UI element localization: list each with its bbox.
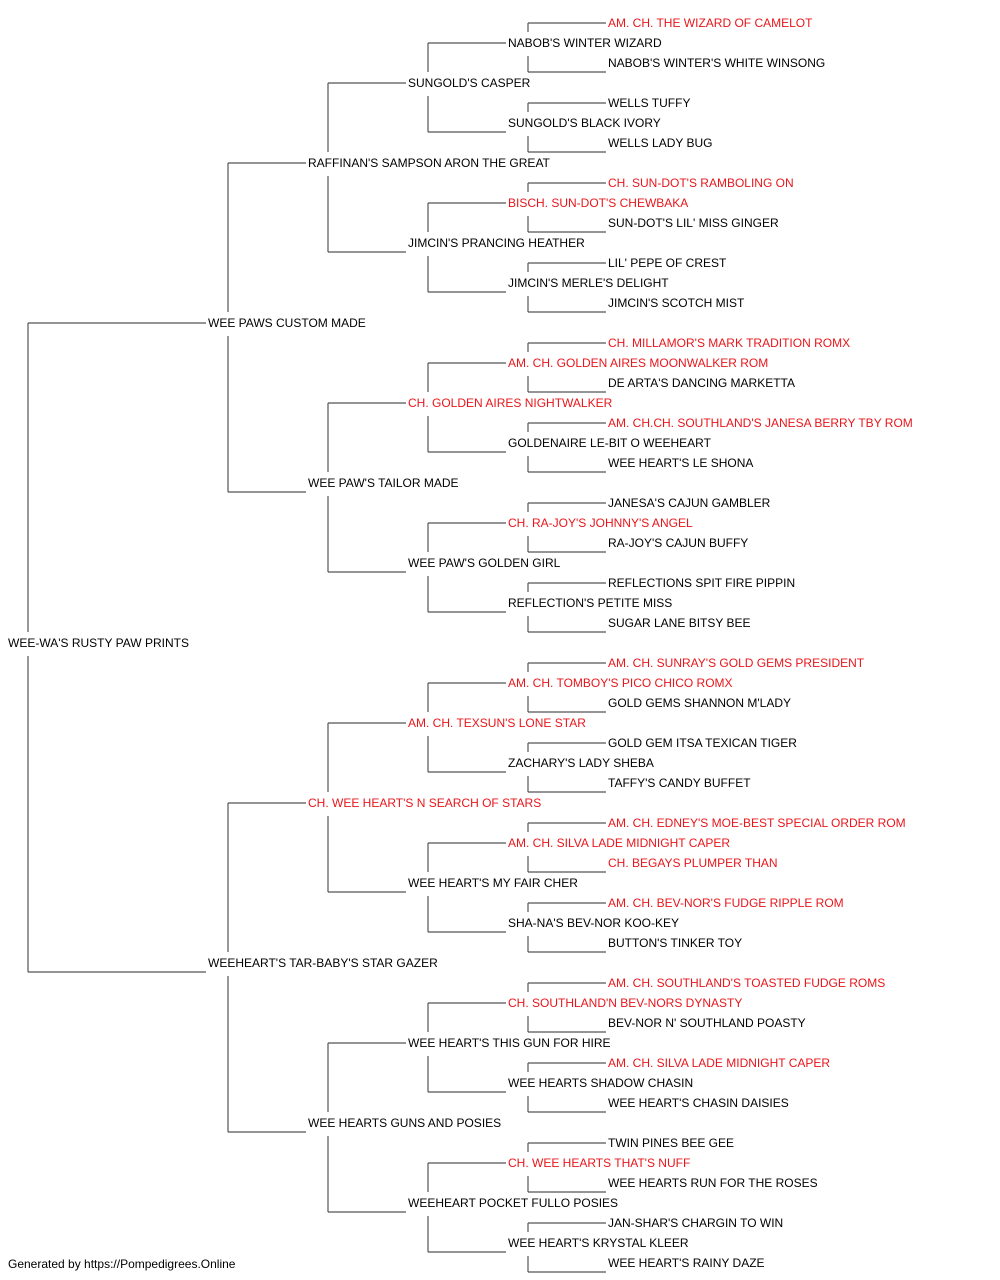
pedigree-entry: CH. MILLAMOR'S MARK TRADITION ROMX	[608, 336, 850, 350]
pedigree-entry: WEE HEART'S RAINY DAZE	[608, 1256, 765, 1270]
pedigree-entry: WEE HEART'S THIS GUN FOR HIRE	[408, 1036, 611, 1050]
pedigree-entry: CH. WEE HEART'S N SEARCH OF STARS	[308, 796, 541, 810]
pedigree-entry: SUNGOLD'S CASPER	[408, 76, 531, 90]
pedigree-entry: AM. CH. BEV-NOR'S FUDGE RIPPLE ROM	[608, 896, 844, 910]
pedigree-entry: AM. CH. GOLDEN AIRES MOONWALKER ROM	[508, 356, 768, 370]
pedigree-entry: WEE HEART'S MY FAIR CHER	[408, 876, 578, 890]
pedigree-entry: CH. SUN-DOT'S RAMBOLING ON	[608, 176, 794, 190]
pedigree-entry: GOLD GEMS SHANNON M'LADY	[608, 696, 791, 710]
pedigree-entry: WEE HEARTS GUNS AND POSIES	[308, 1116, 501, 1130]
pedigree-entry: WEE HEART'S KRYSTAL KLEER	[508, 1236, 689, 1250]
pedigree-entry: WEE PAW'S GOLDEN GIRL	[408, 556, 561, 570]
pedigree-entry: WELLS LADY BUG	[608, 136, 712, 150]
pedigree-entry: RA-JOY'S CAJUN BUFFY	[608, 536, 748, 550]
pedigree-entry: AM. CH.CH. SOUTHLAND'S JANESA BERRY TBY …	[608, 416, 913, 430]
pedigree-entry: ZACHARY'S LADY SHEBA	[508, 756, 654, 770]
pedigree-entry: GOLD GEM ITSA TEXICAN TIGER	[608, 736, 797, 750]
pedigree-entry: AM. CH. EDNEY'S MOE-BEST SPECIAL ORDER R…	[608, 816, 906, 830]
pedigree-entry: JIMCIN'S PRANCING HEATHER	[408, 236, 585, 250]
pedigree-entry: WEE HEART'S LE SHONA	[608, 456, 753, 470]
pedigree-entry: WEE PAWS CUSTOM MADE	[208, 316, 366, 330]
pedigree-entry: WEE-WA'S RUSTY PAW PRINTS	[8, 636, 189, 650]
pedigree-entry: RAFFINAN'S SAMPSON ARON THE GREAT	[308, 156, 551, 170]
pedigree-entry: AM. CH. SILVA LADE MIDNIGHT CAPER	[608, 1056, 830, 1070]
pedigree-entry: JANESA'S CAJUN GAMBLER	[608, 496, 771, 510]
pedigree-entry: AM. CH. TEXSUN'S LONE STAR	[408, 716, 586, 730]
pedigree-entry: WEEHEART POCKET FULLO POSIES	[408, 1196, 618, 1210]
pedigree-entry: SUNGOLD'S BLACK IVORY	[508, 116, 661, 130]
pedigree-entry: AM. CH. SOUTHLAND'S TOASTED FUDGE ROMS	[608, 976, 885, 990]
pedigree-entry: WEEHEART'S TAR-BABY'S STAR GAZER	[208, 956, 438, 970]
pedigree-entry: JIMCIN'S MERLE'S DELIGHT	[508, 276, 669, 290]
pedigree-entry: REFLECTIONS SPIT FIRE PIPPIN	[608, 576, 795, 590]
pedigree-entry: BEV-NOR N' SOUTHLAND POASTY	[608, 1016, 806, 1030]
pedigree-entry: CH. RA-JOY'S JOHNNY'S ANGEL	[508, 516, 693, 530]
pedigree-entry: WELLS TUFFY	[608, 96, 690, 110]
pedigree-entry: AM. CH. TOMBOY'S PICO CHICO ROMX	[508, 676, 733, 690]
pedigree-entry: CH. SOUTHLAND'N BEV-NORS DYNASTY	[508, 996, 742, 1010]
pedigree-entry: BUTTON'S TINKER TOY	[608, 936, 742, 950]
pedigree-entry: CH. WEE HEARTS THAT'S NUFF	[508, 1156, 690, 1170]
pedigree-entry: WEE PAW'S TAILOR MADE	[308, 476, 459, 490]
pedigree-entry: DE ARTA'S DANCING MARKETTA	[608, 376, 795, 390]
pedigree-entry: AM. CH. SILVA LADE MIDNIGHT CAPER	[508, 836, 730, 850]
pedigree-entry: REFLECTION'S PETITE MISS	[508, 596, 672, 610]
pedigree-entry: AM. CH. SUNRAY'S GOLD GEMS PRESIDENT	[608, 656, 865, 670]
pedigree-entry: NABOB'S WINTER'S WHITE WINSONG	[608, 56, 825, 70]
pedigree-entry: JIMCIN'S SCOTCH MIST	[608, 296, 745, 310]
pedigree-entry: TAFFY'S CANDY BUFFET	[608, 776, 751, 790]
pedigree-entry: SHA-NA'S BEV-NOR KOO-KEY	[508, 916, 679, 930]
pedigree-entry: WEE HEARTS RUN FOR THE ROSES	[608, 1176, 818, 1190]
footer-credit: Generated by https://Pompedigrees.Online	[8, 1257, 236, 1271]
pedigree-entry: GOLDENAIRE LE-BIT O WEEHEART	[508, 436, 712, 450]
pedigree-entry: CH. BEGAYS PLUMPER THAN	[608, 856, 778, 870]
pedigree-entry: WEE HEART'S CHASIN DAISIES	[608, 1096, 789, 1110]
pedigree-entry: BISCH. SUN-DOT'S CHEWBAKA	[508, 196, 688, 210]
pedigree-entry: SUGAR LANE BITSY BEE	[608, 616, 751, 630]
pedigree-entry: WEE HEARTS SHADOW CHASIN	[508, 1076, 693, 1090]
pedigree-entry: LIL' PEPE OF CREST	[608, 256, 727, 270]
pedigree-entry: AM. CH. THE WIZARD OF CAMELOT	[608, 16, 813, 30]
pedigree-entry: NABOB'S WINTER WIZARD	[508, 36, 662, 50]
pedigree-entry: TWIN PINES BEE GEE	[608, 1136, 734, 1150]
pedigree-entry: JAN-SHAR'S CHARGIN TO WIN	[608, 1216, 783, 1230]
pedigree-entry: SUN-DOT'S LIL' MISS GINGER	[608, 216, 779, 230]
pedigree-entry: CH. GOLDEN AIRES NIGHTWALKER	[408, 396, 613, 410]
